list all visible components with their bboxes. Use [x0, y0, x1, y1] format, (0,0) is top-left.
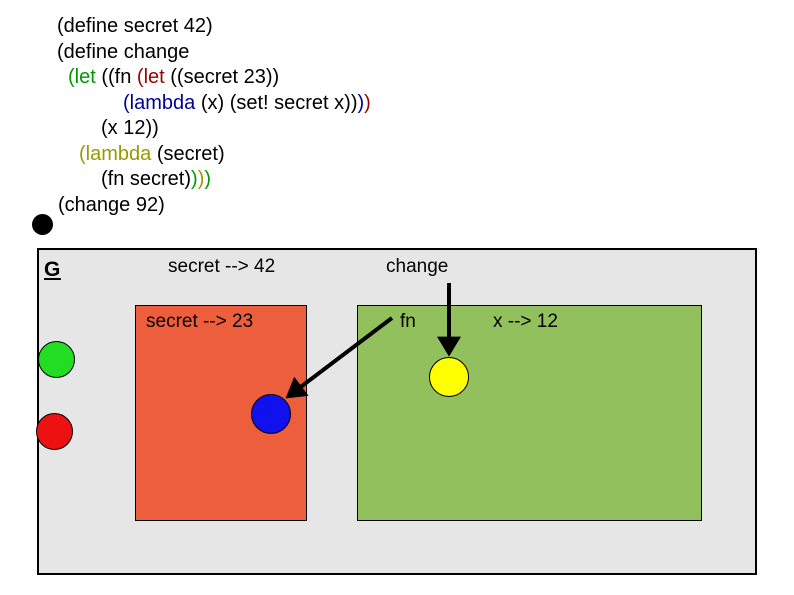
code-token: ) — [191, 168, 198, 190]
code-line-2: (define change — [0, 40, 794, 66]
code-line-4: (lambda (x) (set! secret x)))) — [0, 91, 794, 117]
green-binding-x: x --> 12 — [493, 311, 558, 332]
code-token: (let — [136, 66, 165, 88]
code-token: (fn secret) — [101, 168, 192, 190]
orange-binding-secret: secret --> 23 — [146, 311, 254, 332]
red-procedure-dot — [36, 413, 73, 450]
code-token: (change 92) — [58, 193, 165, 216]
code-token: ) — [364, 91, 371, 114]
code-token: ((secret 23)) — [164, 66, 280, 88]
blue-procedure-dot — [251, 394, 291, 434]
code-token: (lambda — [123, 91, 196, 114]
green-binding-fn: fn — [400, 311, 416, 332]
code-token: ) — [357, 91, 365, 114]
code-token: (define secret 42) — [57, 15, 213, 37]
green-procedure-dot — [38, 341, 75, 378]
code-token: ) — [204, 168, 212, 190]
code-line-6: (lambda (secret) — [0, 142, 794, 168]
code-line-7: (fn secret)))) — [0, 167, 794, 193]
code-line-3: (let ((fn (let ((secret 23)) — [0, 65, 794, 91]
code-token: ((fn — [95, 66, 137, 88]
green-environment-frame — [357, 305, 702, 521]
global-binding-change: change — [386, 256, 449, 277]
code-token: ) — [197, 168, 205, 190]
code-line-8: (change 92) — [0, 193, 794, 219]
code-token: (lambda — [79, 142, 152, 165]
code-token: (x 12)) — [101, 117, 159, 139]
code-token: (x) (set! secret x)) — [195, 91, 358, 114]
global-environment-label: G — [44, 258, 61, 281]
code-line-1: (define secret 42) — [0, 14, 794, 40]
code-token: (define change — [57, 40, 190, 63]
source-code-block: (define secret 42)(define change(let ((f… — [0, 14, 794, 218]
yellow-procedure-dot — [429, 357, 469, 397]
code-line-5: (x 12)) — [0, 116, 794, 142]
code-token: (let — [68, 66, 96, 88]
code-token: (secret) — [151, 142, 225, 165]
root-procedure-dot — [32, 214, 53, 235]
global-binding-secret: secret --> 42 — [168, 256, 276, 277]
